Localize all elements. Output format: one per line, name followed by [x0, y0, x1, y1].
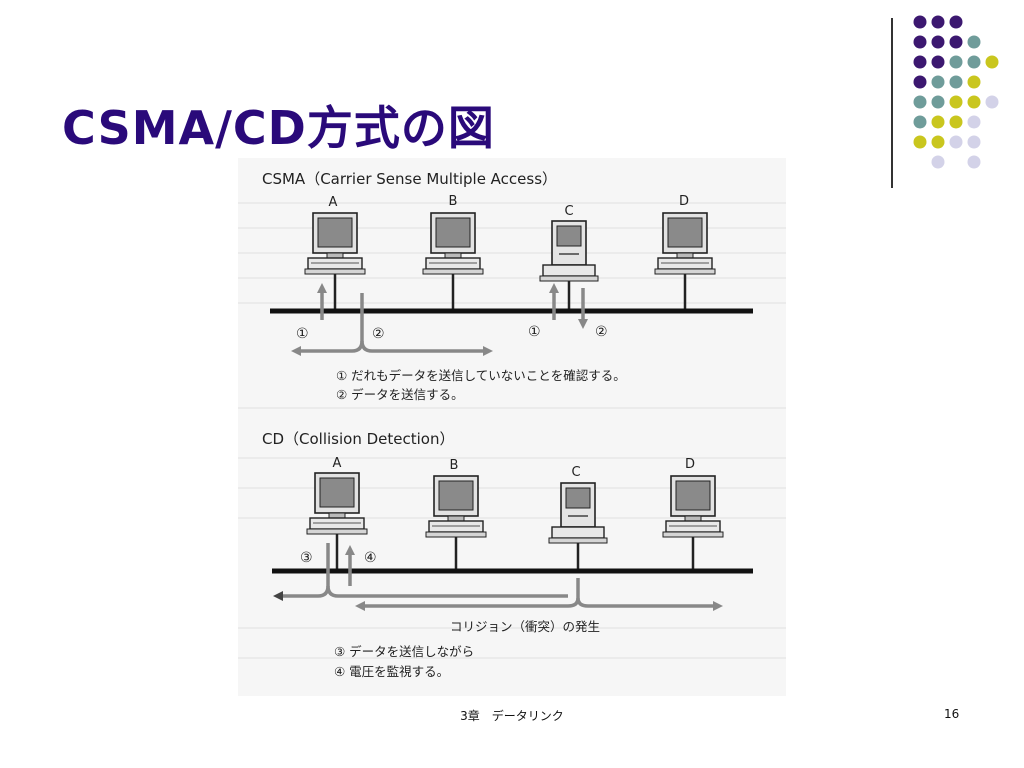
node-label-a: A: [329, 195, 338, 210]
cd-node-label-d: D: [685, 457, 695, 472]
cd-node-label-a: A: [333, 456, 342, 471]
page-number: 16: [944, 707, 960, 721]
marker-1: ①: [296, 326, 309, 342]
cd-computer-a-icon: [306, 472, 368, 535]
computer-d-icon: [654, 212, 716, 275]
marker-2: ②: [372, 326, 385, 342]
csma-header: CSMA（Carrier Sense Multiple Access）: [262, 170, 557, 188]
slide-title: CSMA/CD方式の図: [62, 101, 495, 155]
decorative-dot-grid: [913, 15, 999, 169]
node-label-c: C: [564, 204, 573, 219]
csma-note-1: ① だれもデータを送信していないことを確認する。: [336, 368, 626, 383]
csma-cd-figure: CSMA（Carrier Sense Multiple Access） A B …: [238, 158, 786, 696]
node-label-d: D: [679, 194, 689, 209]
cd-note-1: ③ データを送信しながら: [334, 644, 474, 659]
computer-c-icon: [539, 220, 599, 282]
computer-b-icon: [422, 212, 484, 275]
cd-node-label-b: B: [450, 458, 459, 473]
collision-label: コリジョン（衝突）の発生: [450, 619, 600, 634]
dot-grid-group: [913, 15, 999, 169]
vertical-divider: [891, 18, 893, 188]
node-label-b: B: [449, 194, 458, 209]
cd-computer-c-icon: [548, 482, 608, 544]
computer-a-icon: [304, 212, 366, 275]
slide-footer: 3章 データリンク: [460, 709, 564, 723]
cd-note-2: ④ 電圧を監視する。: [334, 664, 449, 679]
marker-3: ③: [300, 550, 313, 566]
csma-note-2: ② データを送信する。: [336, 387, 464, 402]
cd-computer-d-icon: [662, 475, 724, 538]
cd-computer-b-icon: [425, 475, 487, 538]
marker-4: ④: [364, 550, 377, 566]
cd-header: CD（Collision Detection）: [262, 430, 454, 448]
marker-1-c: ①: [528, 324, 541, 340]
marker-2-c: ②: [595, 324, 608, 340]
cd-node-label-c: C: [571, 465, 580, 480]
